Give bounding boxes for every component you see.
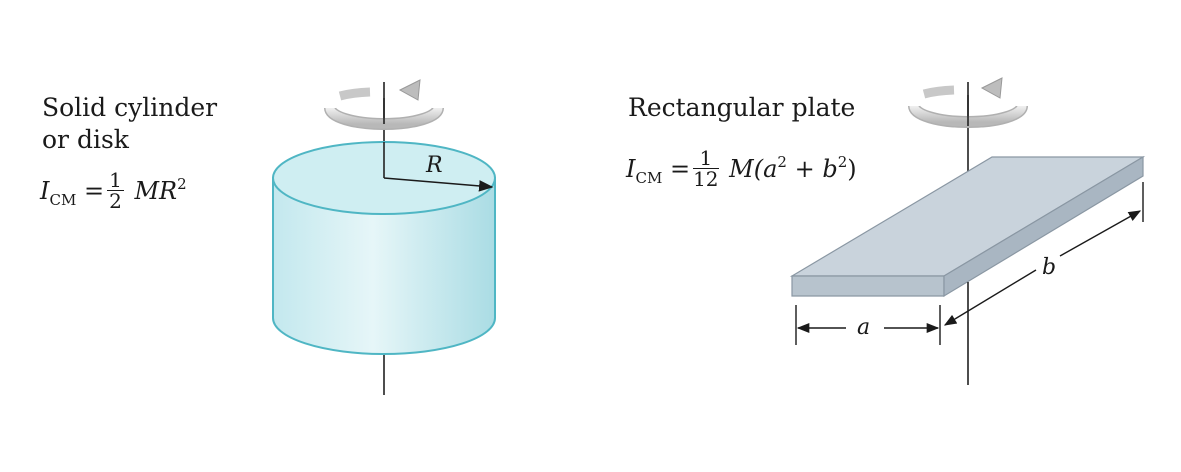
solid-cylinder-figure: R xyxy=(272,79,496,395)
formula-a-power: 2 xyxy=(777,153,787,171)
dimension-b: b xyxy=(943,182,1144,326)
left-title-line2: or disk xyxy=(42,125,129,154)
rectangular-plate-figure: a b xyxy=(789,77,1146,385)
formula-symbol: I xyxy=(40,177,50,205)
formula-equals: = xyxy=(83,177,105,205)
formula-body: MR xyxy=(134,177,178,205)
dimension-a-label: a xyxy=(857,315,870,340)
formula-equals: = xyxy=(669,155,691,183)
left-title-line1: Solid cylinder xyxy=(42,93,218,122)
formula-body-end: ) xyxy=(847,155,857,183)
formula-symbol: I xyxy=(626,155,636,183)
radius-label: R xyxy=(425,153,443,178)
dimension-b-label: b xyxy=(1042,255,1056,280)
right-title: Rectangular plate xyxy=(628,93,856,122)
formula-a: a xyxy=(763,155,778,183)
formula-body-start: M( xyxy=(729,155,764,183)
formula-b-power: 2 xyxy=(837,153,848,171)
formula-power: 2 xyxy=(177,175,187,193)
formula-subscript: CM xyxy=(49,191,77,209)
radius-arrow xyxy=(383,177,494,192)
cylinder-body xyxy=(272,177,496,355)
dimension-a: a xyxy=(795,305,941,345)
plate-front-face xyxy=(791,275,945,297)
formula-plus: + xyxy=(786,155,823,183)
plate-side-face xyxy=(943,155,1144,298)
formula-b: b xyxy=(822,155,838,183)
formula-subscript: CM xyxy=(635,169,663,187)
